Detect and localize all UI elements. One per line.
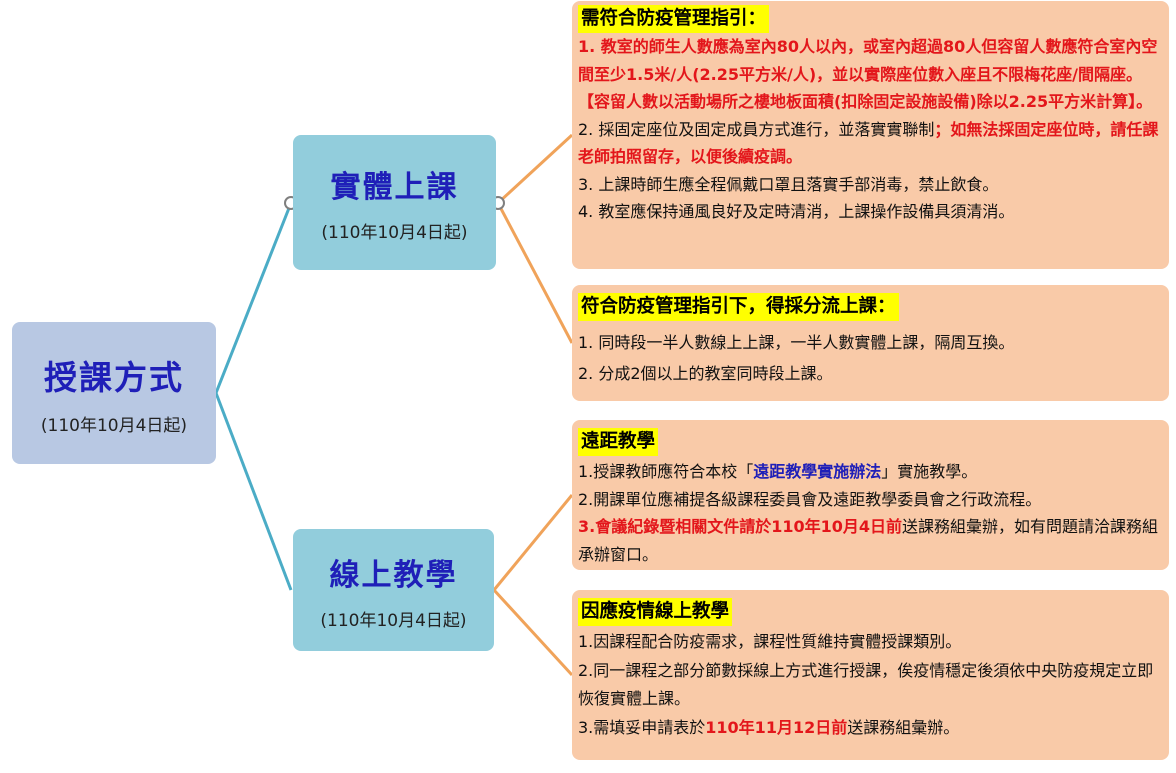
branch-online: 線上教學 (110年10月4日起) bbox=[293, 529, 494, 651]
remote-item-1-post: 」實施教學。 bbox=[881, 462, 978, 481]
guideline-item-4: 4. 教室應保持通風良好及定時清消，上課操作設備具須清消。 bbox=[578, 202, 1015, 221]
root-node: 授課方式 (110年10月4日起) bbox=[12, 322, 216, 464]
split-item-2: 2. 分成2個以上的教室同時段上課。 bbox=[578, 364, 833, 383]
branch-online-date: (110年10月4日起) bbox=[320, 610, 467, 631]
remote-item-1-pre: 1.授課教師應符合本校「 bbox=[578, 462, 754, 481]
card-guidelines: 需符合防疫管理指引： 1. 教室的師生人數應為室內80人以內，或室內超過80人但… bbox=[572, 1, 1169, 269]
guideline-item-3: 3. 上課時師生應全程佩戴口罩且落實手部消毒，禁止飲食。 bbox=[578, 174, 999, 194]
guideline-item-2: 2. 採固定座位及固定成員方式進行，並落實實聯制；如無法採固定座位時，請任課老師… bbox=[578, 116, 1163, 171]
card-epidemic-heading: 因應疫情線上教學 bbox=[578, 598, 733, 626]
connector-root-online bbox=[214, 392, 293, 591]
guideline-item-2-alert: ；如無法採固定座位時，請任課老師拍照留存，以便後續疫調。 bbox=[578, 119, 1159, 167]
card-split-heading: 符合防疫管理指引下，得採分流上課： bbox=[578, 293, 899, 321]
remote-item-1: 1.授課教師應符合本校「遠距教學實施辦法」實施教學。 bbox=[578, 458, 1163, 486]
connector-physical-split bbox=[496, 202, 574, 344]
remote-item-2: 2.開課單位應補提各級課程委員會及遠距教學委員會之行政流程。 bbox=[578, 489, 1042, 509]
branch-physical-date: (110年10月4日起) bbox=[321, 223, 468, 243]
epidemic-item-1: 1.因課程配合防疫需求，課程性質維持實體授課類別。 bbox=[578, 632, 962, 651]
card-remote: 遠距教學 1.授課教師應符合本校「遠距教學實施辦法」實施教學。 2.開課單位應補… bbox=[572, 420, 1169, 570]
epidemic-item-3-pre: 3.需填妥申請表於 bbox=[578, 717, 706, 737]
branch-physical: 實體上課 (110年10月4日起) bbox=[293, 135, 496, 270]
remote-item-3: 3.會議紀錄暨相關文件請於110年10月4日前送課務組彙辦，如有問題請洽課務組承… bbox=[578, 513, 1163, 568]
connector-online-remote bbox=[492, 494, 574, 591]
guideline-item-1: 1. 教室的師生人數應為室內80人以內，或室內超過80人但容留人數應符合室內空間… bbox=[578, 37, 1158, 111]
remote-regulation-link[interactable]: 遠距教學實施辦法 bbox=[753, 462, 882, 481]
card-remote-heading: 遠距教學 bbox=[578, 428, 659, 456]
remote-item-3-post: 送課務組彙辦，如有問題請洽課務組承辦窗口。 bbox=[578, 517, 1159, 564]
connector-root-physical bbox=[214, 202, 293, 394]
card-split: 符合防疫管理指引下，得採分流上課： 1. 同時段一半人數線上上課，一半人數實體上… bbox=[572, 285, 1169, 401]
epidemic-item-3-post: 送課務組彙辦。 bbox=[847, 717, 960, 737]
branch-online-title: 線上教學 bbox=[329, 557, 458, 593]
branch-physical-title: 實體上課 bbox=[330, 170, 459, 205]
card-epidemic: 因應疫情線上教學 1.因課程配合防疫需求，課程性質維持實體授課類別。 2.同一課… bbox=[572, 590, 1169, 760]
root-title: 授課方式 bbox=[44, 357, 184, 397]
epidemic-item-2: 2.同一課程之部分節數採線上方式進行授課，俟疫情穩定後須依中央防疫規定立即恢復實… bbox=[578, 660, 1154, 709]
remote-item-3-alert: 3.會議紀錄暨相關文件請於110年10月4日前 bbox=[578, 517, 903, 536]
connector-online-epidemic bbox=[492, 588, 574, 677]
split-item-1: 1. 同時段一半人數線上上課，一半人數實體上課，隔周互換。 bbox=[578, 333, 1015, 352]
root-date: (110年10月4日起) bbox=[40, 415, 188, 436]
connector-physical-guidelines bbox=[496, 133, 574, 205]
epidemic-item-3: 3.需填妥申請表於110年11月12日前送課務組彙辦。 bbox=[578, 714, 1163, 743]
epidemic-item-3-deadline: 110年11月12日前 bbox=[705, 717, 848, 737]
guideline-item-2-text: 2. 採固定座位及固定成員方式進行，並落實實聯制 bbox=[578, 119, 935, 139]
card-guidelines-heading: 需符合防疫管理指引： bbox=[578, 5, 770, 33]
